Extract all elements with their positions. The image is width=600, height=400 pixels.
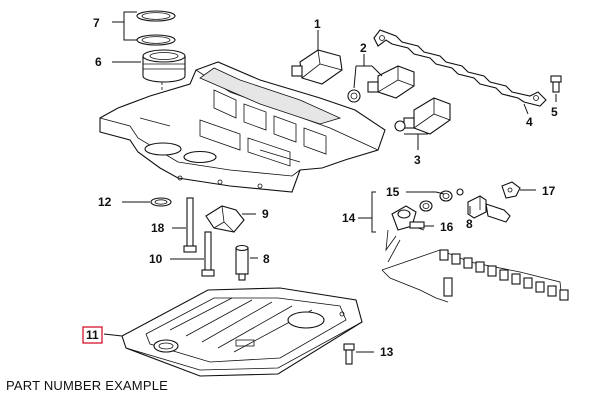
sensor-8-upper (467, 195, 511, 223)
label-10: 10 (149, 252, 163, 266)
label-17: 17 (542, 184, 556, 198)
caption: PART NUMBER EXAMPLE (6, 378, 169, 393)
bolt-10 (201, 231, 215, 277)
screw-13 (343, 343, 355, 365)
piston-6 (142, 49, 186, 83)
solenoid-3 (394, 97, 451, 135)
label-14: 14 (342, 211, 356, 225)
label-8-upper: 8 (466, 217, 473, 231)
leader-2 (353, 54, 383, 89)
label-2: 2 (360, 41, 367, 55)
harness-connectors (439, 249, 569, 301)
label-13: 13 (380, 345, 394, 359)
label-3: 3 (414, 153, 421, 167)
leader-14 (358, 191, 376, 233)
solenoid-2 (347, 65, 415, 103)
label-1: 1 (314, 17, 321, 31)
label-11[interactable]: 11 (86, 328, 99, 342)
label-12: 12 (98, 195, 112, 209)
label-5: 5 (551, 105, 558, 119)
leader-4 (523, 103, 529, 115)
leader-11 (103, 333, 123, 337)
holder-9 (205, 205, 245, 233)
plug-17 (501, 181, 521, 199)
valve-body (99, 61, 386, 193)
leader-7 (112, 11, 137, 41)
label-6: 6 (95, 55, 102, 69)
filter-11 (121, 287, 363, 377)
seal-ring-7 (136, 10, 176, 46)
clip-16 (409, 221, 425, 229)
label-4: 4 (526, 115, 533, 129)
label-15: 15 (386, 185, 400, 199)
o-ring-12 (150, 197, 172, 207)
label-8-lower: 8 (263, 252, 270, 266)
screw-5 (550, 75, 562, 93)
highlight-box-11[interactable] (82, 326, 103, 344)
label-9: 9 (262, 207, 269, 221)
solenoid-1 (291, 49, 343, 85)
label-18: 18 (151, 221, 165, 235)
bolt-18 (183, 197, 197, 253)
bracket-4 (373, 29, 547, 107)
label-7: 7 (93, 16, 100, 30)
leader-3 (404, 133, 428, 150)
sensor-8-lower (235, 244, 249, 281)
wiring-harness (381, 188, 569, 303)
label-16: 16 (440, 220, 454, 234)
leader-15 (406, 191, 445, 195)
